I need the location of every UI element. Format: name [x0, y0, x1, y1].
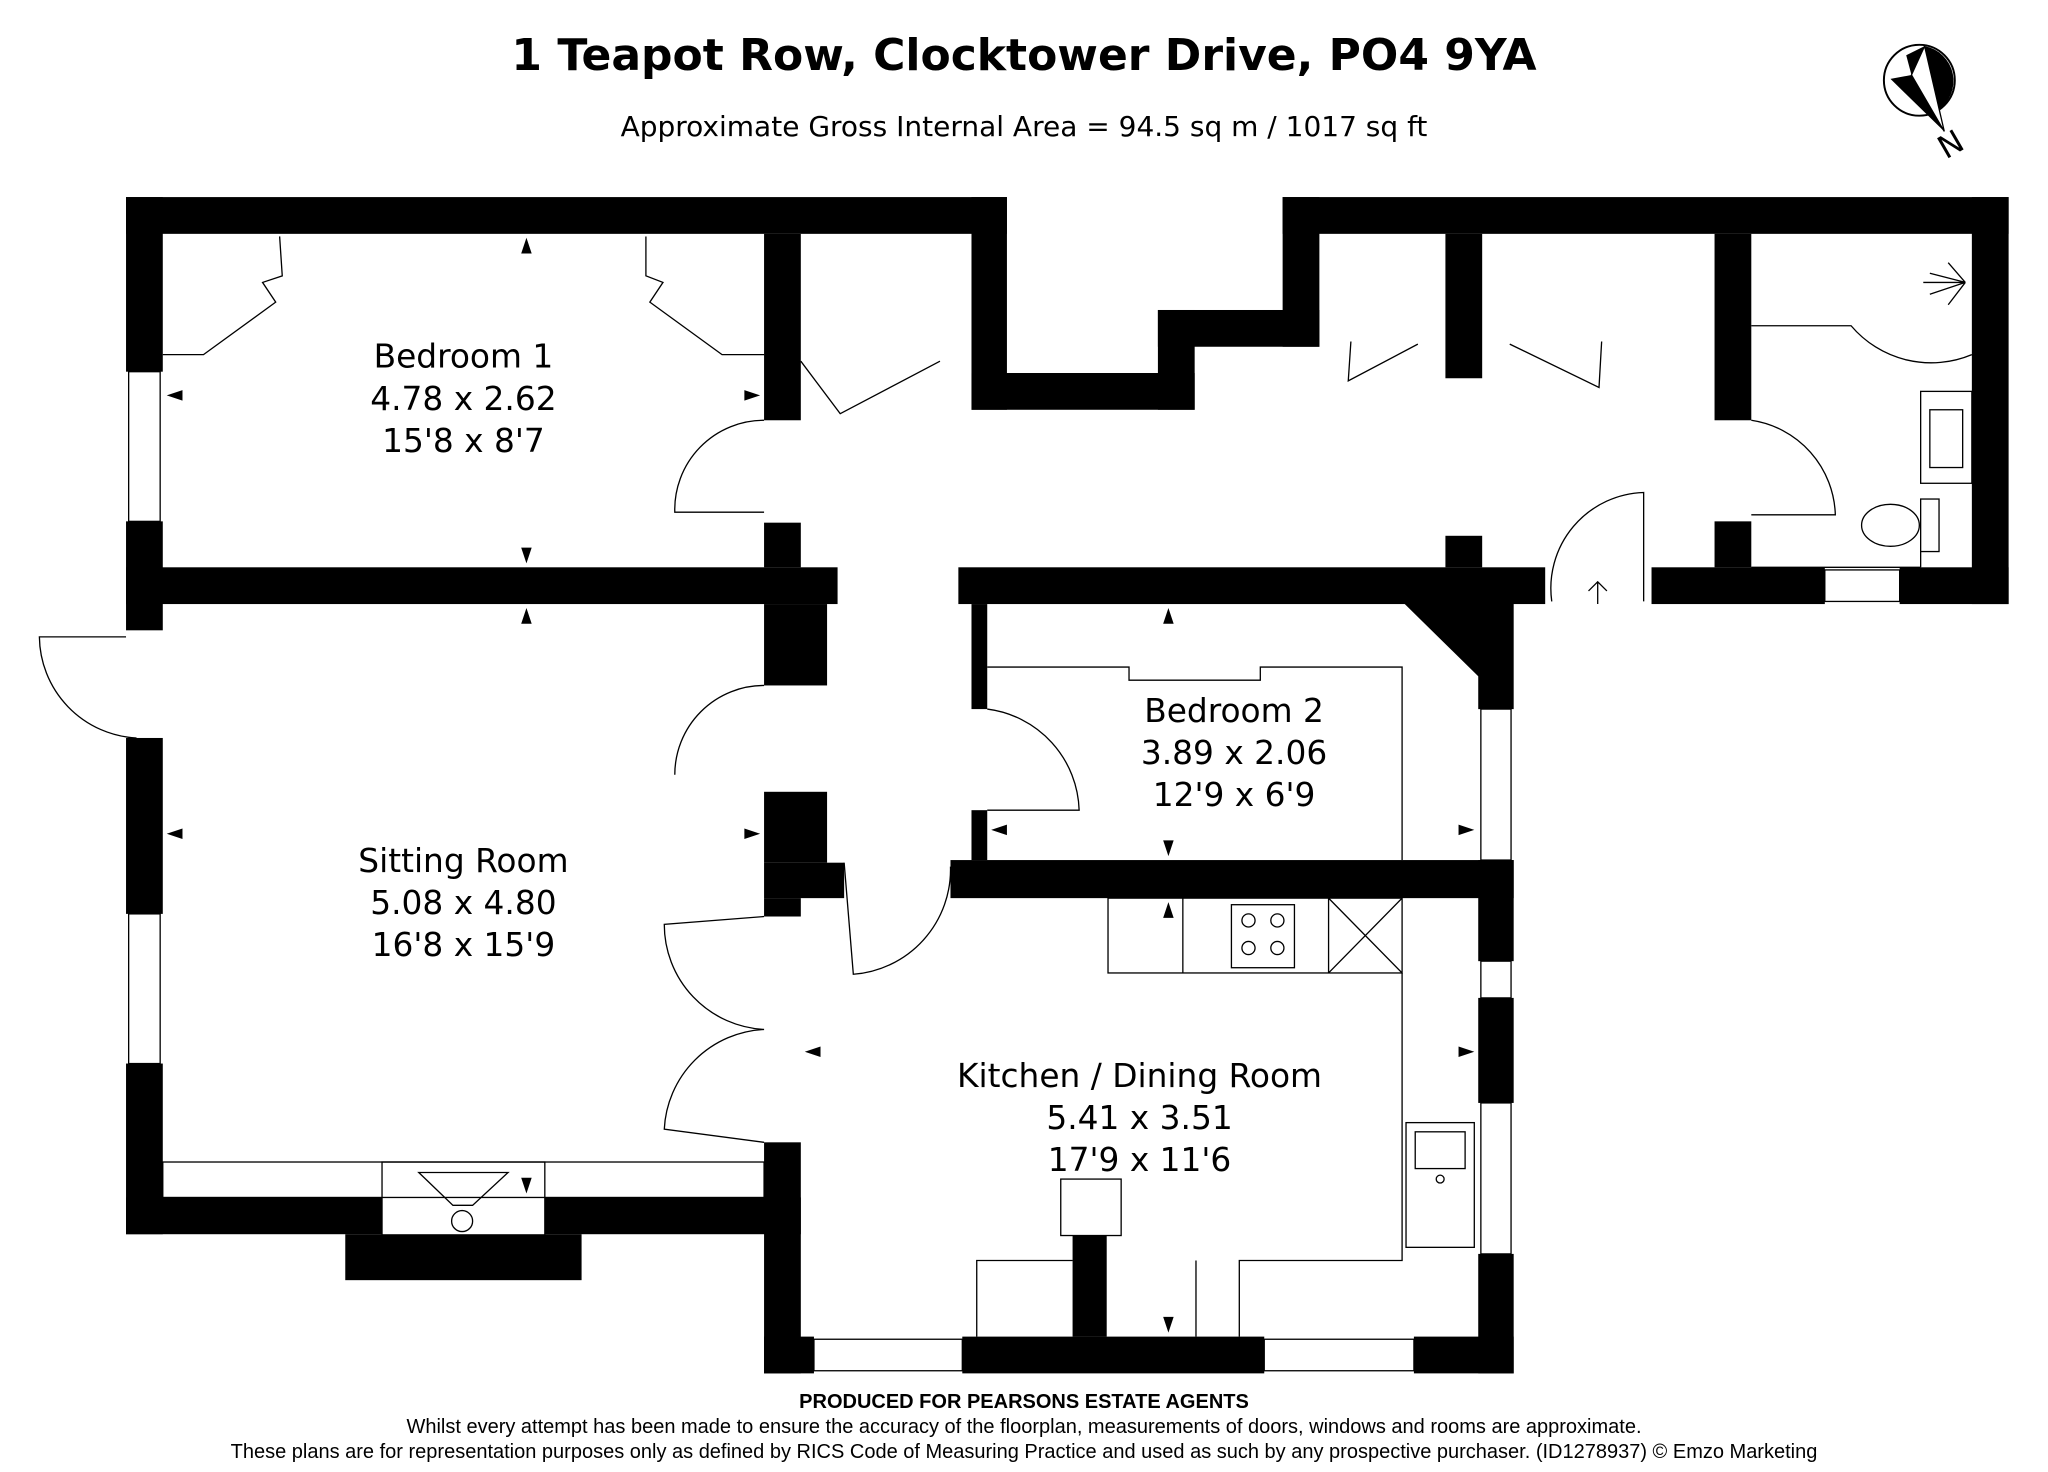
room-name: Sitting Room [358, 842, 568, 880]
north-arrow-icon: N [1882, 43, 1970, 167]
room-name: Kitchen / Dining Room [957, 1057, 1322, 1095]
fixtures [162, 262, 1973, 1337]
plan-title: 1 Teapot Row, Clocktower Drive, PO4 9YA [511, 30, 1537, 81]
room-imperial: 12'9 x 6'9 [1153, 776, 1316, 814]
windows [128, 371, 1901, 1372]
north-label: N [1932, 124, 1970, 167]
room-imperial: 16'8 x 15'9 [372, 926, 556, 964]
footer: PRODUCED FOR PEARSONS ESTATE AGENTS Whil… [0, 1390, 2048, 1465]
room-metric: 5.41 x 3.51 [1046, 1099, 1232, 1137]
disclaimer-line-1: Whilst every attempt has been made to en… [406, 1416, 1642, 1438]
room-sitting-room: Sitting Room 5.08 x 4.80 16'8 x 15'9 [358, 842, 568, 964]
room-metric: 5.08 x 4.80 [370, 884, 556, 922]
room-kitchen-dining: Kitchen / Dining Room 5.41 x 3.51 17'9 x… [957, 1057, 1322, 1179]
room-metric: 3.89 x 2.06 [1141, 734, 1327, 772]
room-bedroom-2: Bedroom 2 3.89 x 2.06 12'9 x 6'9 [1141, 692, 1327, 814]
disclaimer-line-2: These plans are for representation purpo… [230, 1441, 1818, 1463]
room-metric: 4.78 x 2.62 [370, 380, 556, 418]
room-bedroom-1: Bedroom 1 4.78 x 2.62 15'8 x 8'7 [370, 338, 556, 460]
room-name: Bedroom 2 [1144, 692, 1324, 730]
gross-area: Approximate Gross Internal Area = 94.5 s… [620, 110, 1428, 143]
doors [38, 236, 1836, 1143]
produced-for: PRODUCED FOR PEARSONS ESTATE AGENTS [799, 1391, 1249, 1413]
walls [126, 197, 2009, 1374]
room-imperial: 15'8 x 8'7 [382, 422, 545, 460]
room-imperial: 17'9 x 11'6 [1048, 1141, 1232, 1179]
room-name: Bedroom 1 [374, 338, 554, 376]
